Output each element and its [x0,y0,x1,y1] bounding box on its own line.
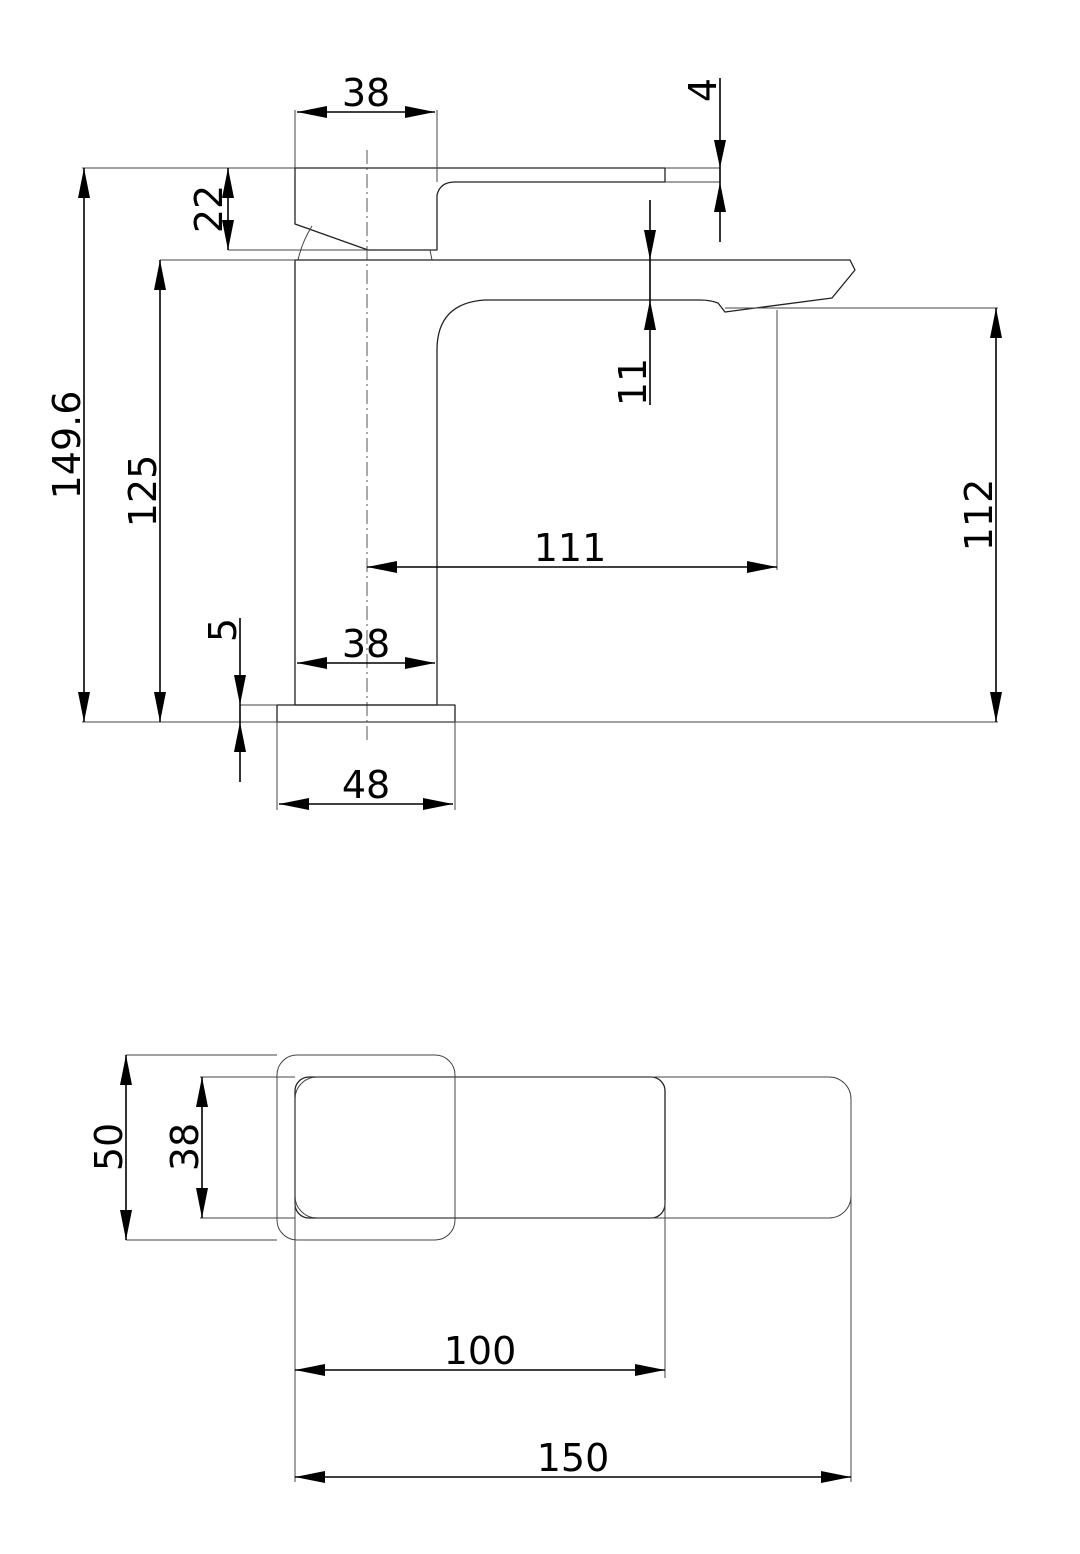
dim-label-handle-thickness: 4 [681,78,725,102]
dim-label-outlet-height: 112 [957,479,1001,552]
top-view: 50 38 100 150 [87,1054,852,1483]
dimension-spout-height: 125 [121,260,166,722]
dim-label-spout-thickness: 11 [611,358,655,406]
base-outline [276,704,456,723]
base-plate-outline [276,1054,456,1241]
dim-label-overall-height: 149.6 [45,391,89,500]
dimension-body-width: 38 [297,622,435,669]
dimension-base-depth: 50 [87,1055,132,1240]
handle-skirt [297,225,433,261]
dim-label-handle-width-top: 38 [342,71,390,115]
dim-label-body-length: 100 [444,1329,517,1373]
dimension-handle-thickness: 4 [681,78,726,242]
dimension-base-width: 48 [279,763,453,810]
dimension-spout-reach: 111 [367,526,777,573]
dimension-handle-width-top: 38 [297,71,435,118]
dim-label-overall-length: 150 [537,1436,610,1480]
dim-label-body-depth: 38 [163,1123,207,1171]
dim-label-base-thickness: 5 [201,618,245,642]
handle-outline [294,167,666,251]
dim-label-base-depth: 50 [87,1123,131,1171]
dim-label-body-width: 38 [342,622,390,666]
dimension-base-thickness: 5 [201,618,246,782]
dimension-overall-height: 149.6 [45,168,90,722]
side-view: 38 4 22 149.6 125 [45,71,1002,810]
dim-label-handle-height: 22 [187,185,231,233]
dim-label-base-width: 48 [342,763,390,807]
dimension-overall-length: 150 [295,1436,851,1483]
body-outline [294,1076,666,1219]
spout-outline [294,1076,852,1219]
dimension-handle-height: 22 [187,168,234,250]
dimension-spout-thickness: 11 [611,200,656,406]
dimension-outlet-height: 112 [957,308,1002,722]
dimension-body-length: 100 [295,1329,665,1376]
dim-label-spout-reach: 111 [534,526,607,570]
spout-body-outline [294,259,856,706]
dim-label-spout-height: 125 [121,455,165,528]
dimension-body-depth: 38 [163,1077,208,1218]
